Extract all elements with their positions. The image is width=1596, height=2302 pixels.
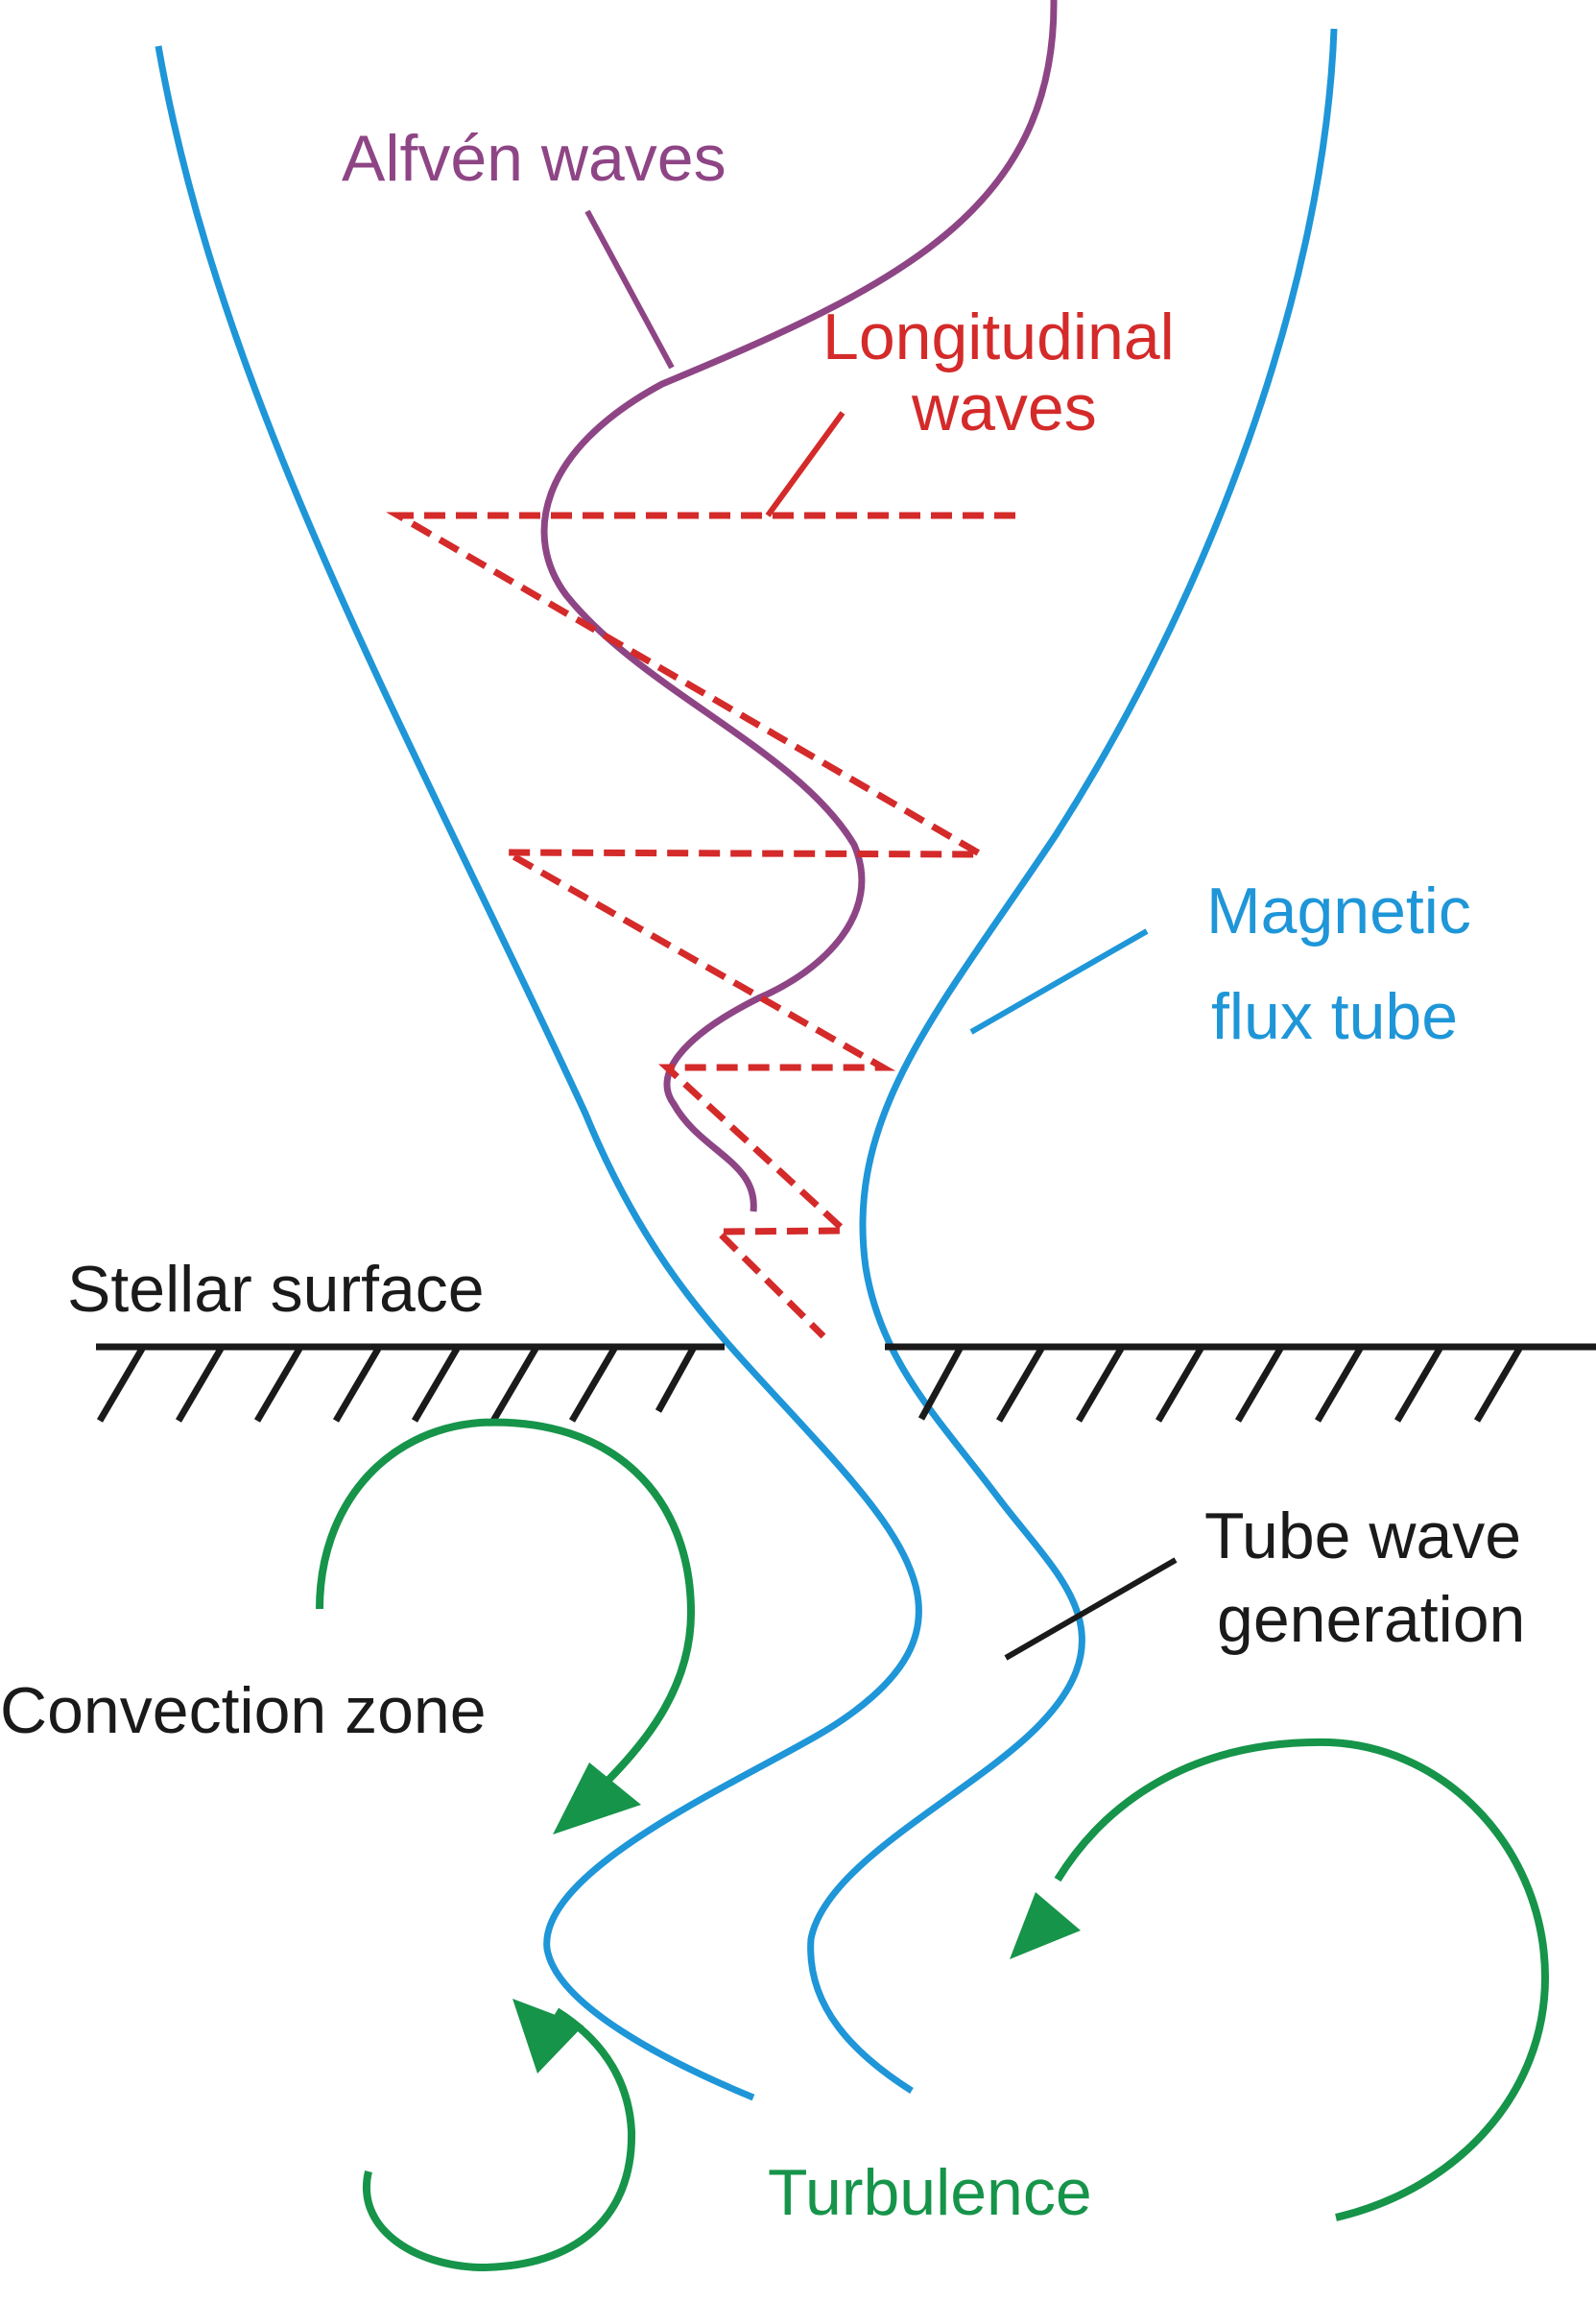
alfven-leader-line: [584, 209, 675, 370]
flux-tube-leader-line: [969, 928, 1149, 1035]
label-alfven-waves: Alfvén waves: [342, 122, 727, 195]
convection-arrow-right: [1054, 1738, 1550, 2221]
label-magnetic-line2: flux tube: [1211, 980, 1458, 1053]
label-tube-wave-line2: generation: [1217, 1583, 1525, 1656]
longitudinal-waves: [386, 512, 1015, 1339]
longitudinal-leader-line: [765, 411, 846, 517]
arrowhead-bottom-left: [512, 1999, 584, 2074]
turbulence-arrows: [316, 1418, 1550, 2272]
tube-wave-leader-line: [1004, 1557, 1178, 1661]
convection-arrow-top-left: [316, 1418, 696, 1796]
label-tube-wave-line1: Tube wave: [1204, 1499, 1521, 1572]
convection-arrow-bottom-left: [363, 2007, 636, 2272]
label-magnetic-line1: Magnetic: [1206, 875, 1471, 947]
flux-tube-right-wall: [807, 28, 1338, 2094]
stellar-surface: [96, 1343, 1596, 1423]
label-convection-zone: Convection zone: [0, 1674, 487, 1747]
label-stellar-surface: Stellar surface: [67, 1253, 485, 1326]
flux-tube-left-wall: [155, 45, 922, 2101]
arrowhead-right: [1010, 1892, 1081, 1959]
label-longitudinal-line2: waves: [911, 372, 1097, 444]
label-longitudinal-line1: Longitudinal: [822, 300, 1175, 373]
label-turbulence: Turbulence: [768, 2156, 1092, 2229]
arrowhead-top-left: [553, 1762, 641, 1834]
alfven-wave: [540, 0, 1058, 1212]
